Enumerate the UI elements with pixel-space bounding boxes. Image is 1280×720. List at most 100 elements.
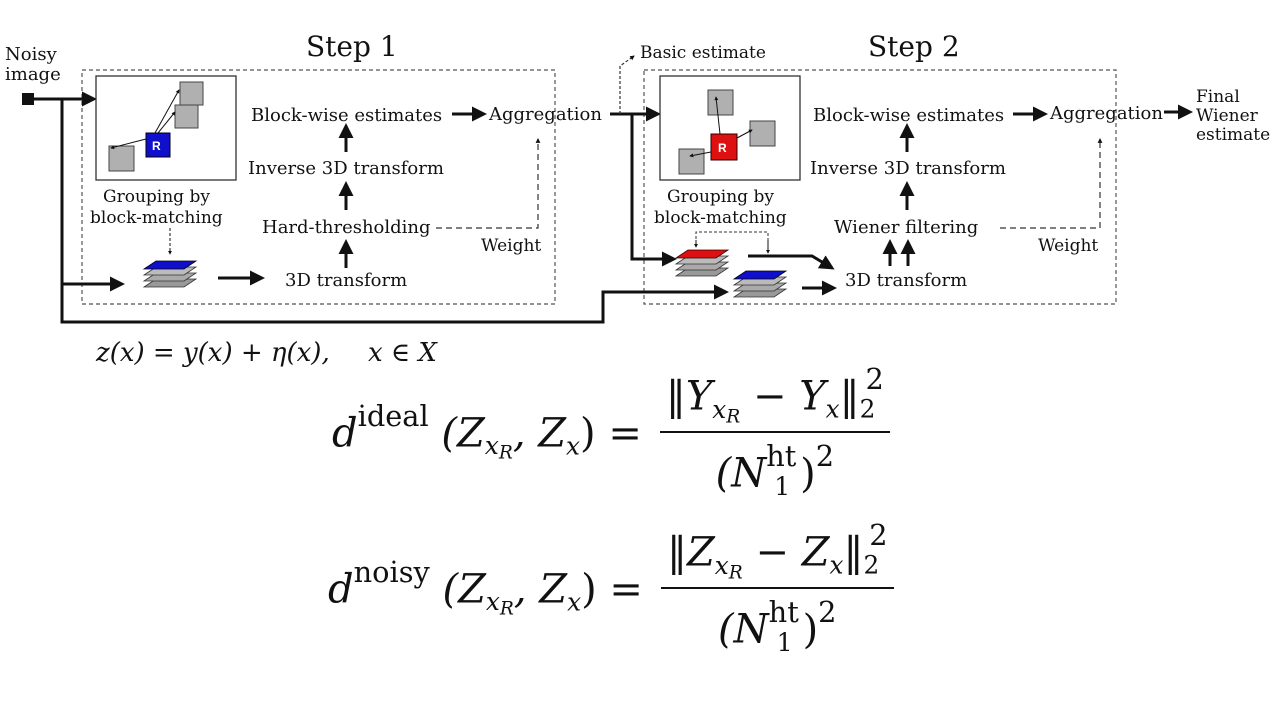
ideal-num-sub-R: R bbox=[726, 406, 741, 428]
observation-model-lhs: z(x) = y(x) + η(x), bbox=[96, 338, 330, 368]
step2-match-arrow bbox=[736, 129, 753, 139]
noisy-args-open: (Z bbox=[442, 566, 486, 613]
noisy-sub-x2: x bbox=[567, 587, 582, 617]
ideal-d: d bbox=[332, 410, 358, 457]
ideal-norm-sub: 2 bbox=[859, 394, 876, 424]
observation-model-equation: z(x) = y(x) + η(x), x ∈ X bbox=[96, 338, 437, 368]
ideal-den-open: (N bbox=[715, 451, 767, 498]
step1-transform-label: 3D transform bbox=[285, 270, 407, 291]
ideal-superscript: ideal bbox=[357, 398, 429, 433]
ideal-fraction: ‖YxR − Yx‖22 (Nht1)2 bbox=[659, 362, 890, 501]
ideal-lhs: dideal (ZxR, Zx) = bbox=[332, 399, 642, 464]
ideal-fraction-bar bbox=[659, 431, 890, 434]
noisy-args-close: ) = bbox=[581, 566, 643, 613]
ideal-num-close: ‖ bbox=[839, 373, 860, 420]
noisy-num-close: ‖ bbox=[843, 529, 864, 576]
step2-match-block bbox=[707, 89, 734, 116]
step2-transform-label: 3D transform bbox=[845, 270, 967, 291]
noisy-norm-sub: 2 bbox=[863, 550, 880, 580]
ideal-num-mid: − Y bbox=[740, 373, 826, 420]
step2-blockwise-label: Block-wise estimates bbox=[813, 105, 1004, 126]
step2-ref-letter: R bbox=[718, 141, 727, 155]
input-label-line2: image bbox=[5, 64, 61, 85]
step1-ref-letter: R bbox=[152, 139, 161, 153]
step2-grouping-label-line2: block-matching bbox=[654, 208, 787, 228]
noisy-numerator: ‖ZxR − Zx‖22 bbox=[661, 518, 894, 587]
step2-block-stack-noisy bbox=[732, 270, 788, 298]
noisy-num-sub-R: R bbox=[728, 562, 743, 584]
step1-blockwise-label: Block-wise estimates bbox=[251, 105, 442, 126]
ideal-num-sub-x: x bbox=[712, 394, 727, 424]
step1-weight-line bbox=[436, 138, 541, 229]
step2-title: Step 2 bbox=[868, 30, 960, 63]
output-label-line3: estimate bbox=[1196, 125, 1270, 145]
bm3d-diagram: Step 1 Step 2 Noisy image R Grouping by … bbox=[5, 30, 1270, 324]
noisy-lhs: dnoisy (ZxR, Zx) = bbox=[328, 555, 643, 620]
ideal-den-pow: 2 bbox=[815, 439, 835, 474]
ideal-args-mid: , Z bbox=[512, 410, 567, 457]
ideal-denominator: (Nht1)2 bbox=[716, 433, 834, 501]
aggregation1-to-stack2-line bbox=[630, 114, 677, 267]
step1-match-block bbox=[174, 104, 199, 129]
step1-block-stack bbox=[142, 260, 198, 288]
step1-match-block bbox=[179, 81, 204, 106]
step2-match-block bbox=[678, 148, 705, 175]
ideal-args-open: (Z bbox=[441, 410, 485, 457]
noisy-den-sub: 1 bbox=[776, 627, 793, 657]
step2-ref-block bbox=[710, 133, 738, 161]
ideal-args-close: ) = bbox=[580, 410, 642, 457]
output-label-line2: Wiener bbox=[1196, 106, 1259, 126]
output-label-line1: Final bbox=[1196, 87, 1240, 107]
step1-match-arrow bbox=[157, 111, 176, 134]
step2-block-stack-basic bbox=[674, 249, 730, 277]
ideal-sub-x2: x bbox=[566, 431, 581, 461]
ideal-sub-x: x bbox=[484, 431, 499, 461]
noisy-num-sub-x2: x bbox=[829, 550, 844, 580]
noisy-den-pow: 2 bbox=[818, 595, 837, 630]
noisy-sub-R: R bbox=[499, 599, 514, 621]
input-label-line1: Noisy bbox=[5, 44, 58, 65]
step1-frame bbox=[81, 69, 556, 305]
step2-weight-line bbox=[1000, 138, 1103, 229]
ideal-norm-sup: 2 bbox=[865, 362, 884, 396]
step2-match-arrow bbox=[689, 151, 712, 158]
ideal-den-sup: ht bbox=[766, 439, 797, 474]
step1-title: Step 1 bbox=[306, 30, 398, 63]
step2-grouping-label-line1: Grouping by bbox=[667, 187, 774, 207]
step1-filter-label: Hard-thresholding bbox=[262, 217, 431, 238]
noisy-superscript: noisy bbox=[353, 554, 430, 589]
step2-grouping-to-stacks-dashed bbox=[695, 231, 769, 244]
ideal-distance-equation: dideal (ZxR, Zx) = ‖YxR − Yx‖22 (Nht1)2 bbox=[332, 362, 890, 501]
stack2a-to-transform-arrow bbox=[748, 254, 835, 270]
noisy-fraction-bar bbox=[660, 587, 894, 590]
noisy-num-sub-x: x bbox=[714, 550, 729, 580]
ideal-den-close: ) bbox=[800, 451, 816, 498]
step1-match-arrow bbox=[154, 89, 180, 134]
noisy-norm-sup: 2 bbox=[869, 518, 888, 552]
noisy-distance-equation: dnoisy (ZxR, Zx) = ‖ZxR − Zx‖22 (Nht1)2 bbox=[328, 518, 894, 657]
step1-grouping-label-line2: block-matching bbox=[90, 208, 223, 228]
input-to-step2-line bbox=[60, 284, 729, 324]
input-node bbox=[22, 93, 34, 105]
noisy-den-open: (N bbox=[718, 607, 769, 654]
basic-estimate-label: Basic estimate bbox=[640, 43, 766, 63]
noisy-den-sup: ht bbox=[768, 595, 799, 630]
noisy-sub-x: x bbox=[485, 587, 500, 617]
noisy-args-mid: , Z bbox=[513, 566, 568, 613]
noisy-num-mid: − Z bbox=[742, 529, 830, 576]
step1-weight-label: Weight bbox=[481, 236, 541, 256]
step1-aggregation-label: Aggregation bbox=[488, 104, 602, 125]
step1-match-arrow bbox=[110, 138, 147, 150]
step2-frame bbox=[643, 69, 1117, 305]
noisy-d: d bbox=[328, 566, 354, 613]
ideal-sub-R: R bbox=[498, 443, 513, 465]
ideal-numerator: ‖YxR − Yx‖22 bbox=[660, 362, 890, 431]
step1-match-block bbox=[108, 145, 135, 172]
noisy-num-open: ‖Z bbox=[666, 529, 715, 576]
basic-estimate-dashed-arrow bbox=[619, 55, 635, 114]
ideal-num-open: ‖Y bbox=[665, 373, 713, 420]
step2-weight-label: Weight bbox=[1038, 236, 1098, 256]
step2-filter-label: Wiener filtering bbox=[834, 217, 978, 238]
noisy-denominator: (Nht1)2 bbox=[718, 589, 836, 657]
step2-match-arrow bbox=[714, 96, 721, 135]
